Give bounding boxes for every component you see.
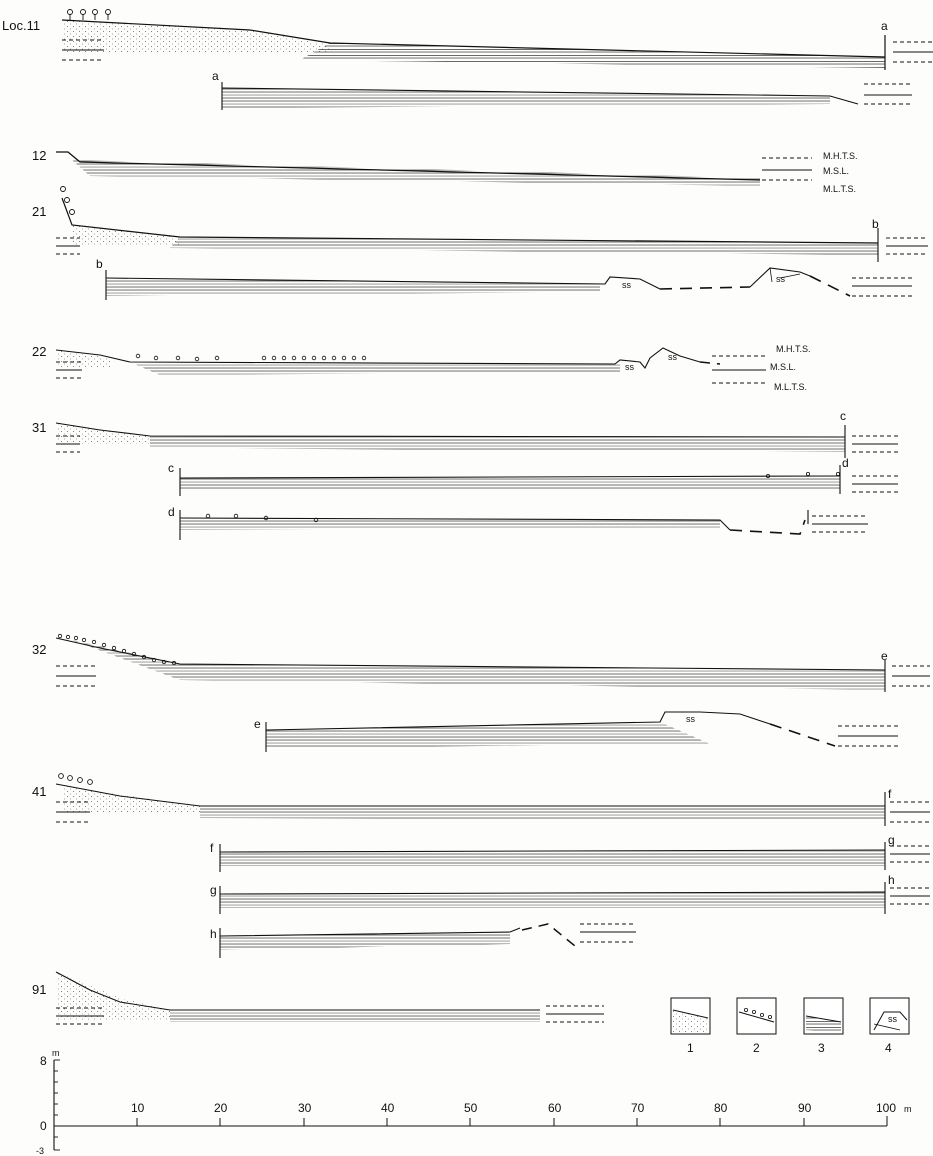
key-item-3: 3 bbox=[803, 997, 844, 1055]
tide-label-high: M.H.T.S. bbox=[823, 151, 858, 161]
profile-loc21: 21 b bbox=[32, 186, 928, 262]
profile-loc11: Loc.11 a bbox=[2, 9, 933, 70]
horizontal-tick-70: 70 bbox=[631, 1101, 645, 1115]
profile-row-g: g h bbox=[210, 873, 930, 914]
join-label-h-start: h bbox=[210, 927, 217, 941]
join-label-b-end: b bbox=[872, 217, 879, 231]
profile-row-h: h bbox=[210, 923, 636, 958]
sandstone-label: ss bbox=[622, 280, 632, 290]
profile-row-f: f g bbox=[210, 833, 930, 872]
profile-loc22: 22 ss ss M.H.T.S. M.S.L. M.L.T.S. bbox=[32, 344, 811, 392]
sandstone-label: ss bbox=[625, 362, 635, 372]
vertical-tick-0: 0 bbox=[40, 1119, 47, 1133]
profile-label-loc11: Loc.11 bbox=[2, 18, 40, 33]
key-legend: 1 2 3 ss 4 bbox=[670, 997, 910, 1055]
vertical-unit: m bbox=[52, 1048, 60, 1058]
horizontal-tick-40: 40 bbox=[381, 1101, 395, 1115]
key-label-4: 4 bbox=[885, 1041, 892, 1055]
pebbles-icon bbox=[744, 1008, 773, 1020]
tide-label-mean: M.S.L. bbox=[823, 166, 849, 176]
profile-row-b: b ss ss bbox=[96, 257, 912, 300]
join-label-e-start: e bbox=[254, 717, 261, 731]
key-label-1: 1 bbox=[687, 1041, 694, 1055]
profile-label-loc22: 22 bbox=[32, 344, 46, 359]
tide-label-high: M.H.T.S. bbox=[776, 344, 811, 354]
key-item-1: 1 bbox=[670, 997, 711, 1055]
profile-loc32: 32 e bbox=[32, 633, 930, 692]
join-label-a-end: a bbox=[881, 19, 888, 33]
join-label-e-end: e bbox=[881, 649, 888, 663]
join-label-a-start: a bbox=[212, 69, 219, 83]
profile-row-a: a bbox=[212, 69, 912, 110]
sandstone-label: ss bbox=[686, 714, 696, 724]
horizontal-tick-50: 50 bbox=[464, 1101, 478, 1115]
profile-label-loc91: 91 bbox=[32, 982, 46, 997]
tide-label-mean: M.S.L. bbox=[770, 362, 796, 372]
profile-label-loc41: 41 bbox=[32, 784, 46, 799]
vertical-tick-8: 8 bbox=[40, 1054, 47, 1068]
vegetation-icon bbox=[58, 773, 93, 785]
horizontal-scale: 10 20 30 40 50 60 70 80 90 100 m bbox=[54, 1101, 912, 1127]
join-label-d-end: d bbox=[842, 456, 849, 470]
profile-label-loc31: 31 bbox=[32, 420, 46, 435]
profile-loc91: 91 bbox=[32, 971, 604, 1025]
vegetation-icon bbox=[67, 9, 111, 20]
join-label-f-end: f bbox=[888, 787, 892, 801]
key-item-2: 2 bbox=[736, 997, 777, 1055]
vegetation-icon bbox=[60, 186, 75, 215]
join-label-c-end: c bbox=[840, 409, 846, 423]
horizontal-tick-30: 30 bbox=[298, 1101, 312, 1115]
vertical-tick-minus3: -3 bbox=[36, 1146, 44, 1156]
horizontal-tick-80: 80 bbox=[714, 1101, 728, 1115]
profile-label-loc21: 21 bbox=[32, 204, 46, 219]
join-label-d-start: d bbox=[168, 505, 175, 519]
sandstone-label: ss bbox=[776, 274, 786, 284]
join-label-g-end: g bbox=[888, 833, 895, 847]
profile-row-e: e ss bbox=[254, 711, 898, 752]
join-label-g-start: g bbox=[210, 883, 217, 897]
horizontal-tick-100: 100 bbox=[876, 1101, 896, 1115]
profile-loc41: 41 f bbox=[32, 773, 930, 826]
tide-label-low: M.L.T.S. bbox=[823, 184, 856, 194]
profile-row-d: d bbox=[168, 505, 868, 540]
join-label-f-start: f bbox=[210, 841, 214, 855]
join-label-b-start: b bbox=[96, 257, 103, 271]
vertical-scale: m 8 0 -3 bbox=[36, 1048, 60, 1156]
join-label-c-start: c bbox=[168, 461, 174, 475]
profile-loc12: 12 M.H.T.S. M.S.L. M.L.T.S. bbox=[32, 148, 858, 194]
profile-label-loc12: 12 bbox=[32, 148, 46, 163]
profile-label-loc32: 32 bbox=[32, 642, 46, 657]
horizontal-tick-90: 90 bbox=[798, 1101, 812, 1115]
key-label-2: 2 bbox=[753, 1041, 760, 1055]
water-level-marks bbox=[62, 39, 933, 63]
join-label-h-end: h bbox=[888, 873, 895, 887]
horizontal-tick-20: 20 bbox=[214, 1101, 228, 1115]
pebbles-icon bbox=[135, 353, 367, 362]
horizontal-tick-10: 10 bbox=[131, 1101, 145, 1115]
key-item-4: ss 4 bbox=[869, 997, 910, 1055]
key-sandstone-label: ss bbox=[888, 1014, 898, 1024]
sandstone-label: ss bbox=[668, 352, 678, 362]
key-label-3: 3 bbox=[818, 1041, 825, 1055]
profile-loc31: 31 c bbox=[32, 409, 898, 458]
pebbles-icon bbox=[57, 633, 177, 666]
horizontal-tick-60: 60 bbox=[548, 1101, 562, 1115]
tide-label-low: M.L.T.S. bbox=[774, 382, 807, 392]
profile-row-c: c d bbox=[168, 456, 898, 496]
horizontal-unit: m bbox=[904, 1104, 912, 1114]
